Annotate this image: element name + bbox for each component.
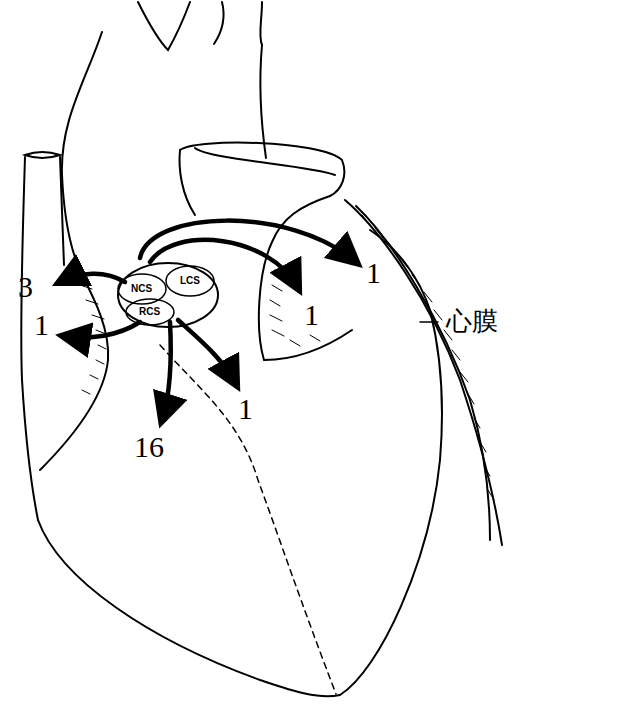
callout-number: 1 xyxy=(34,310,49,340)
structure-label: 心膜 xyxy=(446,308,498,334)
callout-number: 16 xyxy=(134,432,164,462)
callout-number: 3 xyxy=(18,272,33,302)
sinus-label: RCS xyxy=(139,307,160,317)
callout-number: 1 xyxy=(238,394,253,424)
callout-number: 1 xyxy=(304,300,319,330)
sinus-label: NCS xyxy=(131,284,152,294)
callout-number: 1 xyxy=(366,258,381,288)
sinus-label: LCS xyxy=(180,276,200,286)
